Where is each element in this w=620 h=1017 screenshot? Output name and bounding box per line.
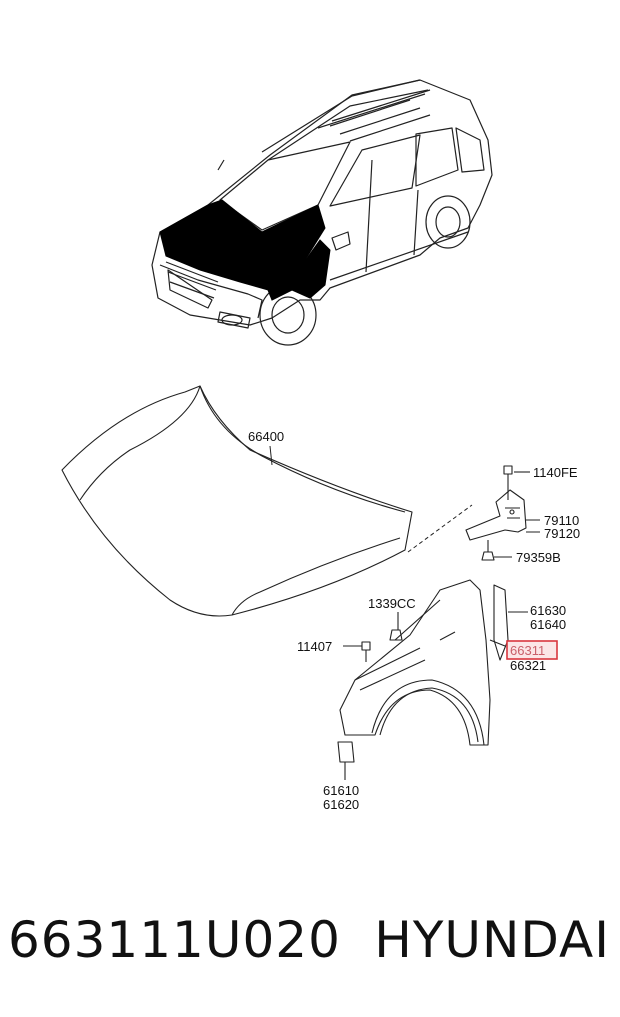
brand-name: HYUNDAI (374, 911, 610, 969)
vehicle-illustration (151, 79, 493, 346)
label-hood: 66400 (248, 429, 284, 444)
hood-hinge-dashed-line (407, 504, 473, 553)
label-seal-b: 61640 (530, 617, 566, 632)
part-number: 663111U020 (8, 911, 341, 969)
label-bolt-top: 1140FE (533, 465, 578, 480)
label-nut: 79359B (516, 550, 561, 565)
footer: 663111U020 HYUNDAI (0, 895, 620, 985)
label-fender-b: 66321 (510, 658, 546, 673)
fender-part-highlight-box (506, 640, 558, 660)
label-clip: 1339CC (368, 596, 416, 611)
label-hinge-b: 79120 (544, 526, 580, 541)
label-seal-a: 61630 (530, 603, 566, 618)
label-fender-a: 66311 (510, 643, 545, 658)
label-bracket-b: 61620 (323, 797, 359, 812)
label-hinge-a: 79110 (544, 513, 579, 528)
vehicle-hood-highlight (159, 199, 326, 291)
parts-diagram: 66400 1140FE 79110 79120 79359B 1339CC 6… (61, 79, 580, 812)
label-bracket-a: 61610 (323, 783, 359, 798)
hood-hinge (465, 465, 540, 561)
front-fender (337, 579, 528, 780)
hood-panel (61, 385, 413, 617)
label-screw: 11407 (297, 639, 332, 654)
vehicle-fender-highlight (267, 239, 331, 301)
